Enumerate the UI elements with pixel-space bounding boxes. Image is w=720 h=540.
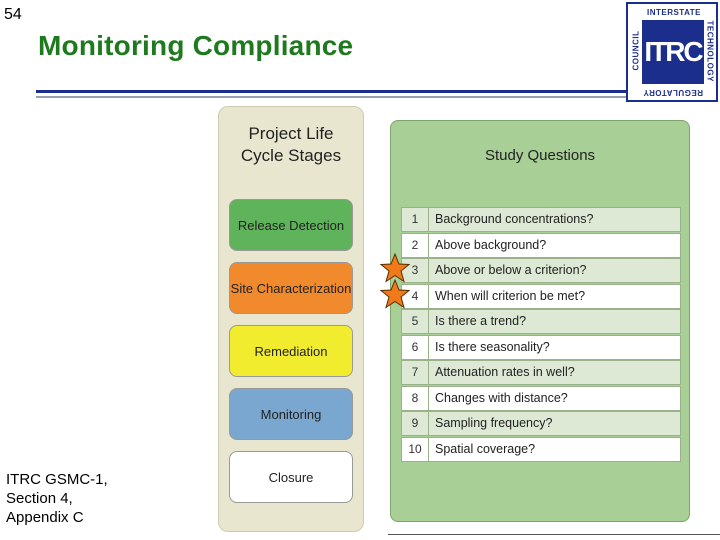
question-text: Above or below a criterion?: [435, 263, 587, 277]
question-number: 3: [402, 259, 429, 282]
study-questions-panel: Study Questions 1 Background concentrati…: [390, 120, 690, 522]
lifecycle-title-text: Project Life Cycle Stages: [240, 124, 342, 165]
title-rule: [36, 90, 626, 93]
citation-line: Section 4,: [6, 490, 73, 507]
logo-bottom-text: REGULATORY: [643, 88, 703, 97]
question-number: 4: [402, 284, 429, 308]
question-number: 9: [402, 412, 429, 435]
question-row: 2 Above background?: [401, 232, 681, 258]
question-number: 8: [402, 386, 429, 410]
question-number: 1: [402, 208, 429, 231]
citation-line: ITRC GSMC-1,: [6, 471, 108, 488]
logo-frame: INTERSTATE TECHNOLOGY REGULATORY COUNCIL…: [626, 2, 718, 102]
question-row: 4 When will criterion be met?: [401, 283, 681, 309]
stage-closure: Closure: [229, 451, 353, 503]
logo-mark: ITRC: [642, 20, 704, 84]
footer-rule: [388, 534, 720, 535]
question-number: 10: [402, 437, 429, 461]
question-text: Sampling frequency?: [435, 416, 553, 430]
slide-number: 54: [4, 6, 22, 23]
question-text: When will criterion be met?: [435, 288, 586, 303]
star-icon: [380, 279, 410, 309]
question-number: 6: [402, 335, 429, 359]
logo-right-text: TECHNOLOGY: [705, 20, 715, 82]
slide-title: Monitoring Compliance: [38, 30, 354, 61]
question-text: Attenuation rates in well?: [435, 365, 575, 379]
itrc-logo: INTERSTATE TECHNOLOGY REGULATORY COUNCIL…: [626, 2, 718, 102]
question-row: 1 Background concentrations?: [401, 207, 681, 232]
citation-line: Appendix C: [6, 509, 84, 526]
question-row: 5 Is there a trend?: [401, 309, 681, 334]
stage-remediation: Remediation: [229, 325, 353, 377]
citation: ITRC GSMC-1, Section 4, Appendix C: [6, 470, 108, 527]
question-text: Spatial coverage?: [435, 441, 536, 456]
logo-left-text: COUNCIL: [631, 30, 641, 71]
question-row: 10 Spatial coverage?: [401, 436, 681, 462]
lifecycle-title: Project Life Cycle Stages: [219, 123, 363, 167]
question-row: 8 Changes with distance?: [401, 385, 681, 411]
question-text: Background concentrations?: [435, 212, 594, 226]
question-number: 7: [402, 361, 429, 384]
logo-top-text: INTERSTATE: [646, 8, 702, 17]
question-row: 3 Above or below a criterion?: [401, 258, 681, 283]
stage-monitoring: Monitoring: [229, 388, 353, 440]
lifecycle-panel: Project Life Cycle Stages Release Detect…: [218, 106, 364, 532]
question-text: Is there a trend?: [435, 314, 527, 328]
star-icon: [380, 253, 410, 283]
question-number: 2: [402, 233, 429, 257]
question-number: 5: [402, 310, 429, 333]
study-questions-title: Study Questions: [484, 147, 596, 164]
question-row: 6 Is there seasonality?: [401, 334, 681, 360]
question-text: Above background?: [435, 237, 547, 252]
stage-release-detection: Release Detection: [229, 199, 353, 251]
title-rule-secondary: [36, 96, 626, 98]
question-row: 7 Attenuation rates in well?: [401, 360, 681, 385]
question-text: Changes with distance?: [435, 390, 568, 405]
question-text: Is there seasonality?: [435, 339, 550, 354]
question-row: 9 Sampling frequency?: [401, 411, 681, 436]
stage-site-characterization: Site Characterization: [229, 262, 353, 314]
